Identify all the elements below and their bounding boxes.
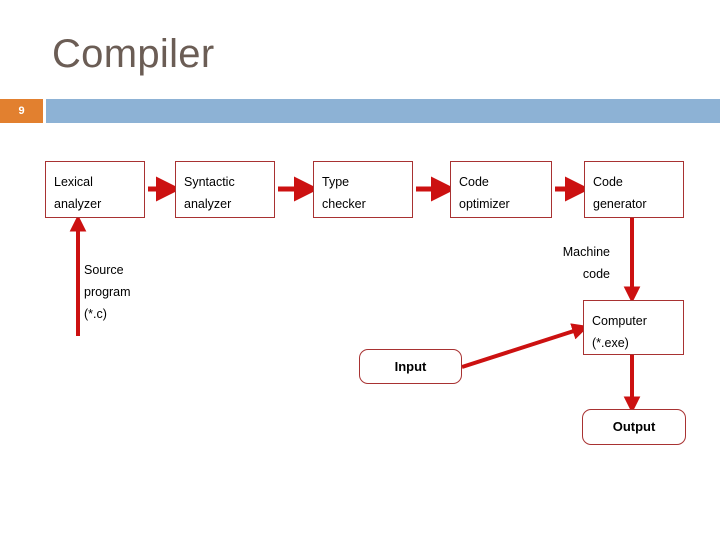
flow-box-input[interactable]: Input xyxy=(359,349,462,384)
page-title: Compiler xyxy=(52,32,215,76)
header-divider-bar xyxy=(46,99,720,123)
flow-box-code-generator[interactable]: Code generator xyxy=(584,161,684,218)
flow-box-code-optimizer[interactable]: Code optimizer xyxy=(450,161,552,218)
flow-box-lexical-analyzer[interactable]: Lexical analyzer xyxy=(45,161,145,218)
page-number-badge: 9 xyxy=(0,99,43,123)
label-source-program: Source program (*.c) xyxy=(84,263,131,321)
flow-box-output[interactable]: Output xyxy=(582,409,686,445)
flow-box-type-checker[interactable]: Type checker xyxy=(313,161,413,218)
label-machine-code: Machine code xyxy=(562,245,610,281)
flow-box-syntactic-analyzer[interactable]: Syntactic analyzer xyxy=(175,161,275,218)
flow-box-computer[interactable]: Computer (*.exe) xyxy=(583,300,684,355)
arrow-input-to-computer xyxy=(461,323,589,369)
